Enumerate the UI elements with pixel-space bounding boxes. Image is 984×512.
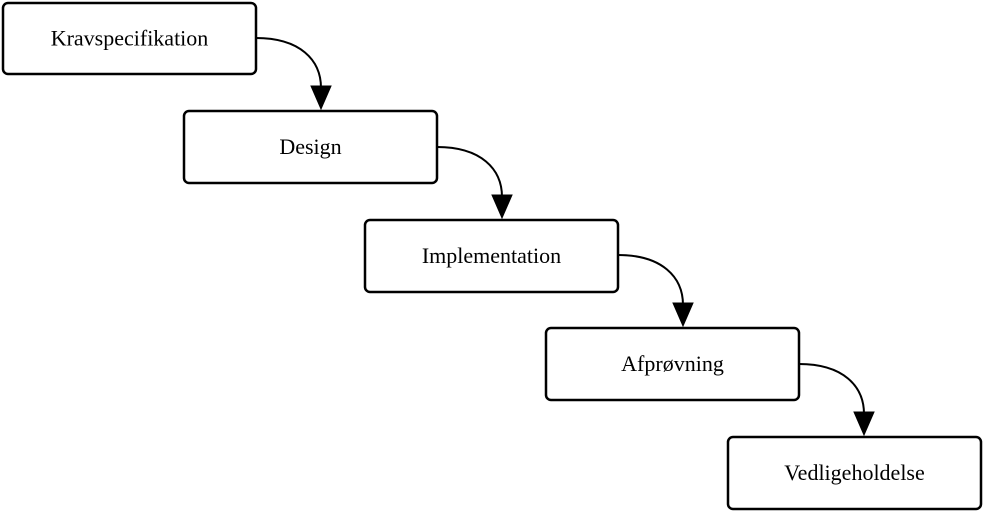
arrowhead-icon — [310, 85, 332, 111]
step-box-kravspecifikation: Kravspecifikation — [1, 1, 258, 76]
connector-arrow-3 — [617, 254, 694, 328]
arrowhead-icon — [491, 194, 513, 220]
step-label-design: Design — [279, 134, 341, 159]
arrowhead-icon — [853, 411, 875, 437]
step-box-vedligeholdelse: Vedligeholdelse — [726, 435, 983, 511]
connector-arrow-4 — [798, 363, 875, 437]
connector-arrow-2 — [436, 146, 513, 220]
step-box-design: Design — [182, 109, 439, 185]
step-box-implementation: Implementation — [363, 218, 620, 294]
step-box-afproevning: Afprøvning — [544, 326, 801, 402]
step-label-kravspecifikation: Kravspecifikation — [51, 26, 209, 51]
step-label-vedligeholdelse: Vedligeholdelse — [784, 460, 925, 485]
connector-arrow-1 — [255, 37, 332, 111]
arrowhead-icon — [672, 302, 694, 328]
step-label-implementation: Implementation — [422, 243, 561, 268]
step-label-afproevning: Afprøvning — [621, 351, 724, 376]
